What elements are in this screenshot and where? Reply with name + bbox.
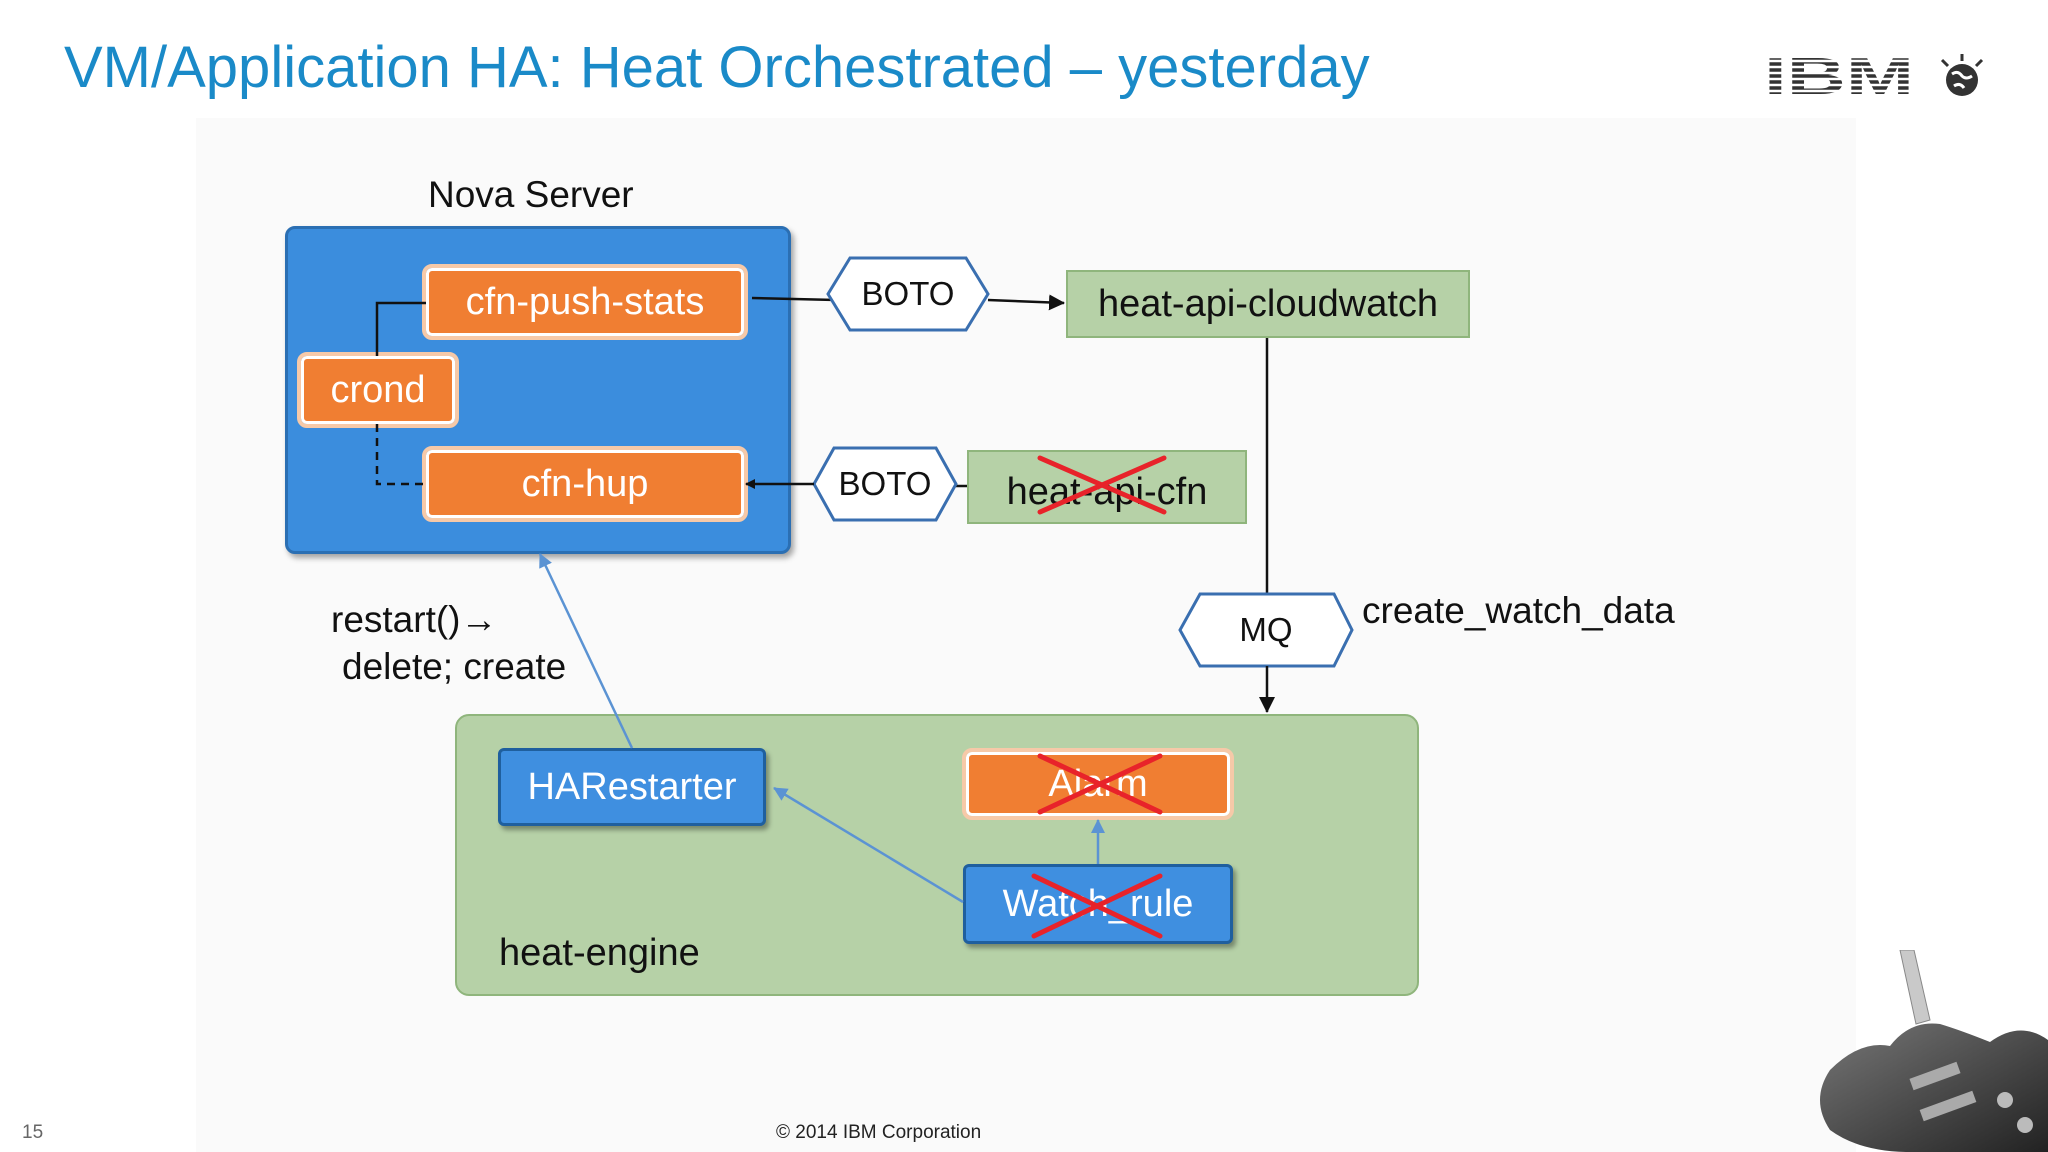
heat-api-cfn-cross-b bbox=[1037, 455, 1167, 515]
heat-api-cloudwatch-box: heat-api-cloudwatch bbox=[1066, 270, 1470, 338]
boto-upper-hexagon bbox=[826, 256, 990, 332]
ibm-globe-logo-icon: IBM bbox=[1764, 50, 1984, 100]
alarm-cross-b bbox=[1037, 753, 1163, 815]
watch-rule-to-ha-restarter-arrow bbox=[773, 786, 964, 904]
crond-box: crond bbox=[297, 352, 459, 428]
boto-to-cloudwatch-arrow bbox=[987, 294, 1065, 311]
boto-upper-label: BOTO bbox=[861, 275, 955, 312]
copyright-text: © 2014 IBM Corporation bbox=[776, 1122, 982, 1143]
watch-rule-cross-b bbox=[1031, 873, 1163, 939]
ha-restarter-to-nova-arrow bbox=[538, 553, 634, 749]
page-number: 15 bbox=[22, 1122, 44, 1143]
crond-to-push-stats-line bbox=[375, 301, 426, 356]
restart-note-line2: delete; create bbox=[342, 646, 567, 687]
cfn-hup-box: cfn-hup bbox=[422, 446, 748, 522]
nova-server-label: Nova Server bbox=[428, 174, 634, 215]
slide-title: VM/Application HA: Heat Orchestrated – y… bbox=[64, 35, 1370, 100]
mq-hexagon bbox=[1178, 592, 1354, 668]
cfn-push-stats-box: cfn-push-stats bbox=[422, 264, 748, 340]
restart-note-line1: restart()→ bbox=[331, 599, 498, 640]
ha-restarter-box: HARestarter bbox=[498, 748, 766, 826]
heat-engine-label: heat-engine bbox=[499, 932, 700, 974]
create-watch-data-label: create_watch_data bbox=[1362, 590, 1675, 631]
push-stats-to-boto-line bbox=[751, 296, 837, 302]
guitar-image-icon bbox=[1820, 950, 2048, 1152]
crond-to-cfn-hup-dashed-line bbox=[375, 424, 426, 486]
boto-lower-label: BOTO bbox=[838, 465, 932, 502]
mq-label: MQ bbox=[1239, 611, 1293, 648]
